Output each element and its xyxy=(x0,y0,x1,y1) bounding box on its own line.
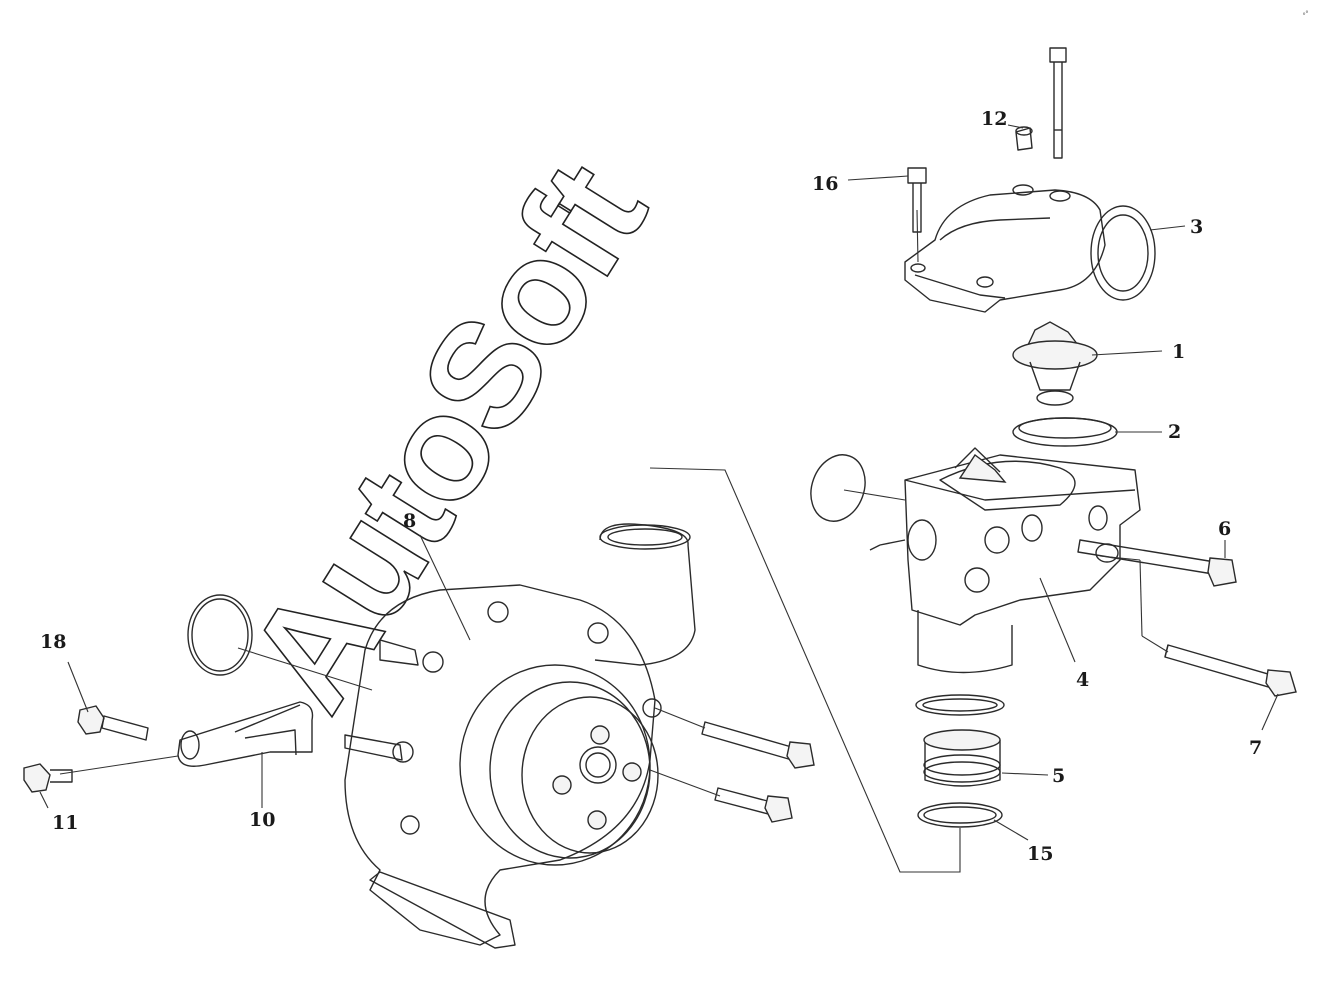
bolt-18-part xyxy=(77,705,149,741)
bracket-part xyxy=(177,701,314,767)
callout-7: 7 xyxy=(1249,737,1262,759)
long-bolt-part xyxy=(1049,47,1067,159)
plug-part xyxy=(1015,126,1033,151)
bolt-6-part xyxy=(1077,539,1237,587)
callout-3: 3 xyxy=(1190,216,1203,238)
callout-12: 12 xyxy=(981,108,1007,130)
callout-4: 4 xyxy=(1076,669,1089,691)
callout-10: 10 xyxy=(249,809,275,831)
o-ring-loose-part xyxy=(810,454,866,522)
callout-1: 1 xyxy=(1172,341,1185,363)
thermostat-part xyxy=(1012,321,1098,406)
callout-11: 11 xyxy=(52,812,78,834)
corner-mark: °° xyxy=(1302,9,1312,20)
water-pump-part xyxy=(344,523,696,949)
thermostat-housing-part xyxy=(869,447,1141,674)
outlet-housing-part xyxy=(904,184,1156,313)
pump-o-ring-part xyxy=(187,594,253,676)
pump-bolt-lower-part xyxy=(714,787,793,823)
callout-6: 6 xyxy=(1218,518,1231,540)
callout-18: 18 xyxy=(40,631,66,653)
leader-lines xyxy=(39,124,1279,873)
seal-ring-2-part xyxy=(1012,417,1118,447)
o-ring-15-part xyxy=(917,802,1003,828)
bolt-7-part xyxy=(1164,644,1297,697)
callout-2: 2 xyxy=(1168,421,1181,443)
sleeve-part xyxy=(915,694,1005,787)
callout-8: 8 xyxy=(403,510,416,532)
callout-16: 16 xyxy=(812,173,838,195)
watermark-text: AutoSoft xyxy=(215,136,678,737)
pump-bolt-upper-part xyxy=(701,721,815,769)
bolt-11-part xyxy=(23,763,73,793)
callout-5: 5 xyxy=(1052,765,1065,787)
callout-15: 15 xyxy=(1027,843,1053,865)
